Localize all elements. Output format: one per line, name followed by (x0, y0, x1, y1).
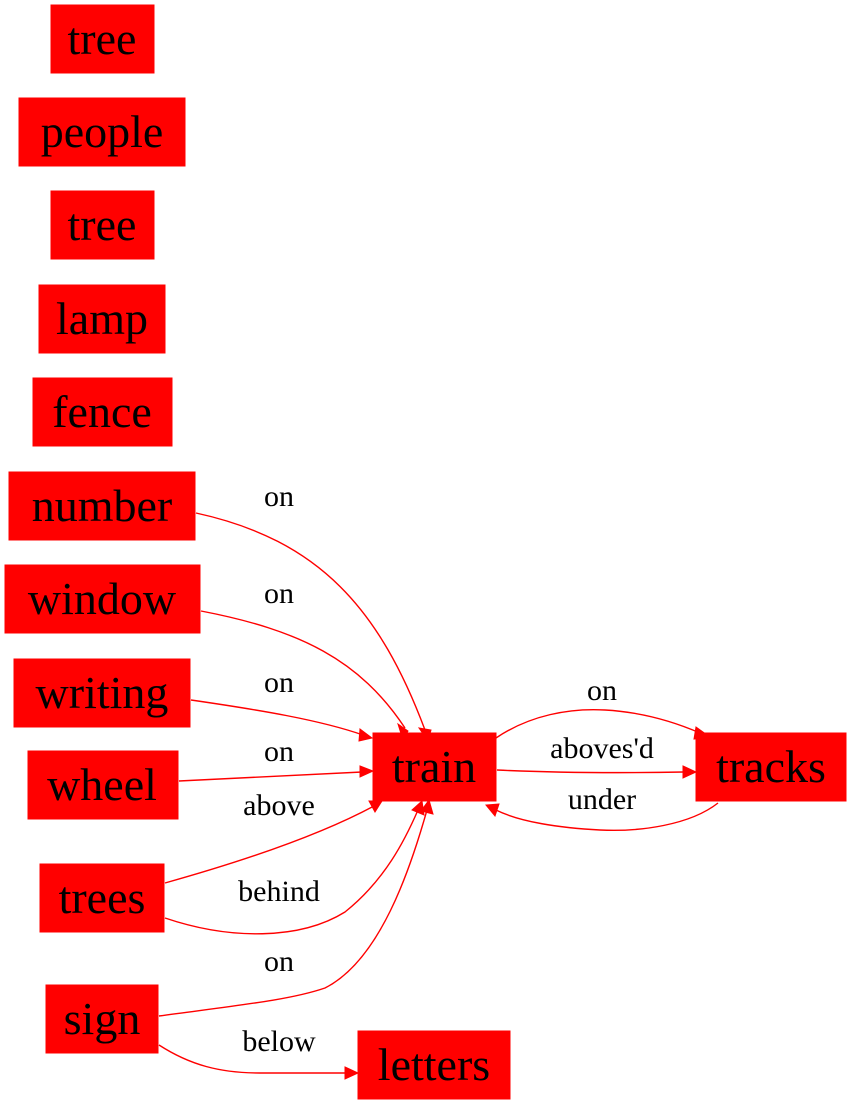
node-lamp: lamp (38, 284, 166, 354)
node-fence: fence (32, 377, 173, 447)
node-label: trees (59, 872, 146, 923)
node-label: number (32, 480, 173, 531)
edge-label: above (243, 789, 315, 822)
nodes: tree people tree lamp fence number windo… (4, 4, 847, 1100)
arrowhead (411, 800, 425, 816)
node-sign: sign (45, 984, 159, 1054)
edge-writing-train: on (190, 666, 374, 742)
edge-label: on (264, 945, 294, 978)
node-label: tracks (716, 741, 826, 792)
edge-label: behind (238, 875, 320, 908)
arrowhead (359, 765, 375, 778)
node-label: writing (36, 667, 169, 718)
node-label: fence (52, 386, 152, 437)
arrowhead (420, 798, 434, 815)
edges: on on on on above behind (158, 480, 719, 1080)
arrowhead (682, 765, 698, 779)
node-label: sign (64, 993, 141, 1044)
edge-sign-letters: below (158, 1025, 360, 1080)
node-label: tree (68, 199, 137, 250)
arrowhead (485, 803, 500, 818)
node-wheel: wheel (27, 750, 179, 820)
edge-wheel-train: on (178, 735, 375, 782)
edge-label: aboves'd (550, 732, 654, 765)
edge-label: under (568, 783, 636, 816)
edge-sign-train: on (158, 798, 434, 1017)
edge-train-tracks-abovesd: aboves'd (496, 732, 698, 779)
node-tracks: tracks (695, 732, 847, 802)
node-number: number (8, 471, 196, 541)
edge-trees-train-above: above (164, 789, 383, 884)
edge-train-tracks-on: on (495, 674, 712, 740)
node-window: window (4, 564, 201, 634)
arrowhead (344, 1066, 360, 1080)
node-tree: tree (50, 4, 155, 74)
edge-trees-train-behind: behind (164, 800, 425, 935)
edge-label: on (264, 666, 294, 699)
edge-label: below (242, 1025, 316, 1058)
node-label: letters (378, 1039, 490, 1090)
node-writing: writing (13, 658, 191, 728)
edge-label: on (264, 577, 294, 610)
node-label: train (392, 741, 476, 792)
node-label: lamp (56, 293, 148, 344)
node-people: people (18, 97, 186, 167)
node-letters: letters (357, 1030, 511, 1100)
node-label: wheel (47, 759, 157, 810)
edge-label: on (264, 735, 294, 768)
node-tree: tree (50, 190, 155, 260)
node-train: train (372, 732, 497, 802)
edge-tracks-train-under: under (485, 783, 719, 832)
node-label: people (41, 106, 164, 157)
node-trees: trees (39, 863, 165, 933)
node-label: window (28, 573, 177, 624)
edge-label: on (264, 480, 294, 513)
arrowhead (368, 800, 383, 813)
edge-label: on (587, 674, 617, 707)
node-label: tree (68, 13, 137, 64)
edge-window-train: on (200, 577, 409, 742)
edge-number-train: on (195, 480, 432, 743)
arrowhead (358, 728, 374, 742)
